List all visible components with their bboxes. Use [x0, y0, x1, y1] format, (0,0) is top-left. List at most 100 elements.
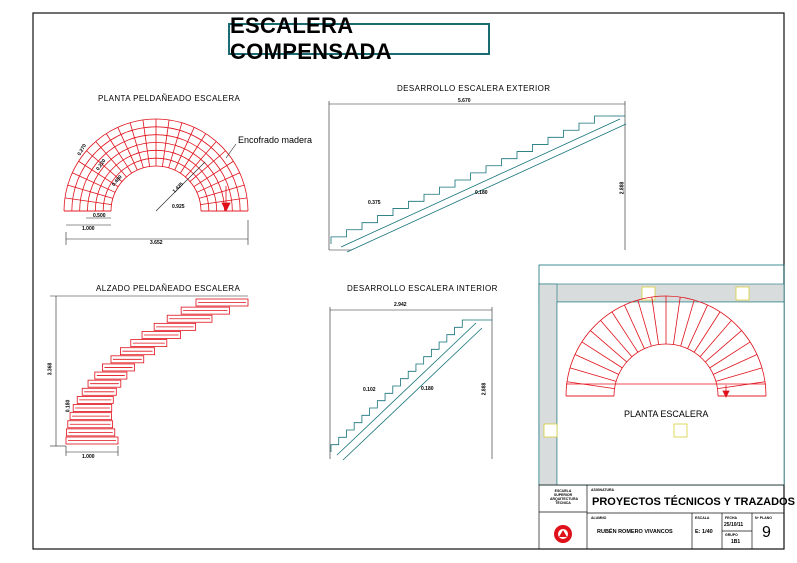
elevation-tread [180, 306, 230, 315]
plan-step-tread [64, 197, 112, 205]
plan-step-tread [86, 150, 123, 182]
elevation-tread [130, 339, 168, 347]
interior-dim: 2.888 [481, 382, 488, 396]
elevation-dimension-lines [50, 295, 248, 456]
elevation-tread [120, 347, 155, 356]
elevation-tread [166, 314, 213, 323]
plan-step-tread [78, 160, 119, 188]
exterior-dim: 5.670 [458, 98, 471, 104]
interior-step-slab [342, 327, 483, 461]
interior-step-slab [336, 322, 477, 456]
floorplan-step-tread [569, 367, 617, 382]
plan-step-tread [162, 119, 170, 167]
plan-dim: 0.925 [172, 204, 185, 210]
plan-step-tread [185, 141, 217, 178]
date-header: FECHA [725, 516, 738, 520]
school-line: SUPERIOR [553, 493, 573, 497]
elevation-tread [65, 436, 119, 445]
author-header: ALUMNO [591, 516, 607, 520]
exterior-frame [328, 101, 626, 251]
floorplan-step-tread [624, 304, 645, 349]
plan-step-tread [117, 127, 138, 171]
floorplan-step-tread [673, 296, 681, 345]
date-value: 25/10/11 [724, 522, 744, 528]
plan-step-tread [72, 172, 116, 193]
plan-dim: 1.000 [82, 226, 95, 232]
elevation-dim: 1.000 [82, 454, 95, 460]
floorplan-step-tread [715, 367, 763, 382]
elevation-tread [110, 355, 145, 364]
floorplan-step-tread [680, 299, 695, 347]
interior-dim: 0.102 [363, 387, 376, 393]
subject-header: ASIGNATURA [591, 488, 615, 492]
plan-step-tread [67, 184, 113, 199]
exterior-dim: 2.888 [619, 181, 626, 195]
scale-header: ESCALA [695, 516, 710, 520]
exterior-view-label: DESARROLLO ESCALERA EXTERIOR [397, 84, 551, 93]
floorplan-step-tread [590, 330, 627, 363]
interior-frame [329, 307, 493, 459]
plan-dimension-lines [65, 143, 249, 245]
floorplan-step-tread [566, 381, 615, 389]
exterior-step-slab [346, 123, 627, 253]
elevation-tread [102, 363, 135, 372]
plan-step-tread [129, 122, 144, 168]
school-logo [554, 525, 572, 543]
floorplan-step-tread [717, 381, 766, 389]
floorplan-panel [538, 264, 785, 486]
subject-name: PROYECTOS TÉCNICOS Y TRAZADOS [592, 496, 795, 508]
drawing-title-box: ESCALERA COMPENSADA [228, 13, 490, 64]
drawing-title: ESCALERA COMPENSADA [230, 13, 392, 64]
plan-step-tread [95, 141, 127, 178]
sheet-number: 9 [762, 524, 771, 541]
exterior-step-slab [340, 118, 621, 248]
plan-step-tread [174, 127, 195, 171]
school-name: ESCUELA SUPERIOR ARQUITECTURA TÉCNICA [550, 489, 578, 505]
elevation-stair [65, 298, 249, 445]
elevation-tread [153, 322, 197, 331]
interior-stair [330, 319, 492, 461]
plan-step-tread [200, 197, 248, 205]
exterior-stair [330, 115, 627, 253]
plan-view-label: PLANTA PELDAÑEADO ESCALERA [98, 94, 241, 103]
elevation-dim: 3.368 [47, 362, 54, 376]
floorplan-arrow-head [722, 390, 730, 398]
title-block [538, 484, 785, 550]
interior-dim: 2.942 [394, 302, 407, 308]
elevation-dim: 0.180 [65, 399, 72, 413]
plan-step-tread [196, 172, 240, 193]
formwork-note: Encofrado madera [238, 135, 313, 145]
floorplan-step-tread [600, 320, 633, 357]
floorplan-step-tread [687, 304, 708, 349]
floorplan-step-tread [581, 341, 623, 369]
elevation-tread [76, 396, 114, 404]
scale-value: E: 1/40 [695, 529, 713, 535]
floorplan-step-tread [637, 299, 652, 347]
plan-step-tread [189, 150, 226, 182]
floorplan-step-tread [699, 320, 732, 357]
floorplan-step-tread [709, 341, 751, 369]
plan-view [63, 118, 249, 212]
group-header: GRUPO [725, 533, 738, 537]
exterior-dim: 0.375 [368, 200, 381, 206]
school-line: ARQUITECTURA [550, 497, 578, 501]
floorplan-step-tread [574, 354, 619, 375]
elevation-tread [72, 404, 113, 412]
school-line: TÉCNICA [555, 501, 571, 505]
plan-step-tread [142, 119, 150, 167]
plan-step-tread [105, 133, 133, 174]
plan-step-tread [193, 160, 234, 188]
elevation-tread [67, 420, 113, 429]
plan-step-tread [168, 122, 183, 168]
plan-step-tread [179, 133, 207, 174]
plan-step-arc [110, 165, 202, 212]
elevation-tread [81, 387, 117, 396]
elevation-tread [94, 371, 128, 380]
interior-step-profile [330, 319, 470, 452]
school-line: ESCUELA [554, 489, 572, 493]
exterior-step-profile [330, 115, 610, 244]
elevation-tread [87, 379, 122, 388]
plan-step-tread [199, 184, 245, 199]
elevation-tread [141, 331, 181, 339]
